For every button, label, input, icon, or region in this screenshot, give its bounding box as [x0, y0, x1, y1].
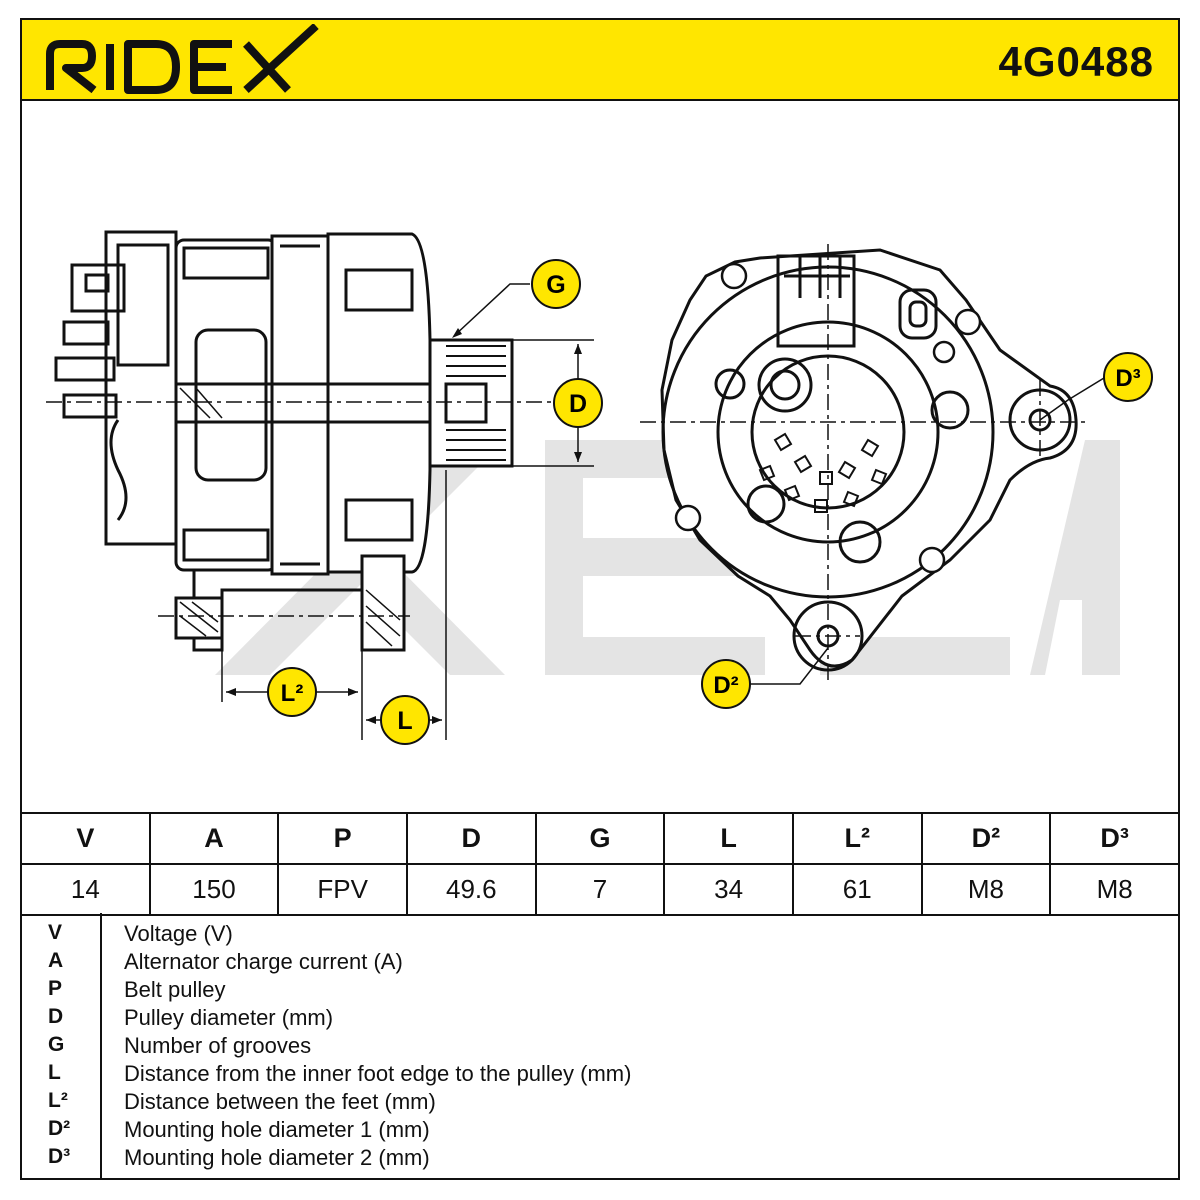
callout-D: D — [553, 378, 603, 428]
callout-D3: D³ — [1103, 352, 1153, 402]
svg-text:L²: L² — [281, 680, 304, 707]
legend-key: D — [48, 1005, 64, 1028]
legend-item: V Voltage (V) — [20, 921, 1180, 949]
legend-key: G — [48, 1033, 65, 1056]
legend-key: D² — [48, 1117, 71, 1140]
legend-key: D³ — [48, 1145, 71, 1168]
legend-key: V — [48, 921, 63, 944]
spec-value: 34 — [663, 863, 794, 916]
spec-value: FPV — [277, 863, 408, 916]
spec-value: 49.6 — [405, 863, 537, 916]
legend-desc: Alternator charge current (A) — [124, 949, 403, 974]
legend-desc: Distance from the inner foot edge to the… — [124, 1061, 632, 1086]
callout-D2: D² — [701, 659, 751, 709]
callout-G: G — [531, 259, 581, 309]
legend-desc: Mounting hole diameter 2 (mm) — [124, 1145, 430, 1170]
spec-header-row: V A P D G L L² D² D³ — [20, 812, 1180, 865]
spec-value: M8 — [920, 863, 1052, 916]
svg-text:D²: D² — [713, 672, 738, 699]
spec-value: 150 — [148, 863, 280, 916]
spec-header: D³ — [1049, 812, 1180, 865]
legend-desc: Voltage (V) — [124, 921, 233, 946]
legend: V Voltage (V) A Alternator charge curren… — [20, 913, 1180, 1180]
brand-logo — [46, 24, 319, 94]
legend-item: D³ Mounting hole diameter 2 (mm) — [20, 1145, 1180, 1173]
legend-item: L² Distance between the feet (mm) — [20, 1089, 1180, 1117]
spec-header: V — [20, 812, 151, 865]
alternator-side-view — [54, 230, 514, 652]
callout-L: L — [380, 695, 430, 745]
legend-desc: Pulley diameter (mm) — [124, 1005, 334, 1030]
spec-table: V A P D G L L² D² D³ 14 150 FPV 49.6 7 3… — [20, 812, 1180, 916]
legend-item: L Distance from the inner foot edge to t… — [20, 1061, 1180, 1089]
legend-item: D² Mounting hole diameter 1 (mm) — [20, 1117, 1180, 1145]
spec-header: L² — [791, 812, 923, 865]
spec-value: M8 — [1049, 863, 1180, 916]
mounting-screws — [674, 262, 982, 574]
legend-key: P — [48, 977, 63, 1000]
legend-item: G Number of grooves — [20, 1033, 1180, 1061]
svg-text:L: L — [397, 707, 412, 735]
callout-L2: L² — [267, 667, 317, 717]
rear-centerlines — [640, 244, 1090, 680]
leader-lines — [746, 377, 1105, 685]
legend-item: P Belt pulley — [20, 977, 1180, 1005]
arrowheads — [226, 328, 582, 724]
spec-header: G — [534, 812, 666, 865]
header-bar: 4G0488 — [20, 18, 1180, 101]
svg-text:D: D — [569, 390, 587, 418]
spec-header: D — [405, 812, 537, 865]
legend-key: L² — [48, 1089, 68, 1112]
spec-value: 61 — [791, 863, 923, 916]
legend-desc: Number of grooves — [124, 1033, 312, 1058]
spec-value: 14 — [20, 863, 151, 916]
dimension-lines — [46, 283, 600, 740]
cooling-slots — [758, 432, 888, 513]
legend-key: L — [48, 1061, 61, 1084]
legend-desc: Distance between the feet (mm) — [124, 1089, 436, 1114]
svg-text:G: G — [546, 271, 565, 299]
spec-value: 7 — [534, 863, 666, 916]
alternator-rear-view — [660, 248, 1078, 672]
legend-desc: Mounting hole diameter 1 (mm) — [124, 1117, 430, 1142]
spec-header: P — [277, 812, 408, 865]
alternator-drawing: G D L² L D³ D² — [46, 230, 1153, 745]
spec-value-row: 14 150 FPV 49.6 7 34 61 M8 M8 — [20, 863, 1180, 916]
spec-header: D² — [920, 812, 1052, 865]
legend-item: A Alternator charge current (A) — [20, 949, 1180, 977]
spec-header: A — [148, 812, 280, 865]
spec-header: L — [663, 812, 794, 865]
part-number: 4G0488 — [998, 38, 1154, 85]
legend-item: D Pulley diameter (mm) — [20, 1005, 1180, 1033]
legend-divider — [100, 913, 102, 1180]
legend-key: A — [48, 949, 64, 972]
legend-desc: Belt pulley — [124, 977, 226, 1002]
svg-text:D³: D³ — [1115, 365, 1140, 392]
